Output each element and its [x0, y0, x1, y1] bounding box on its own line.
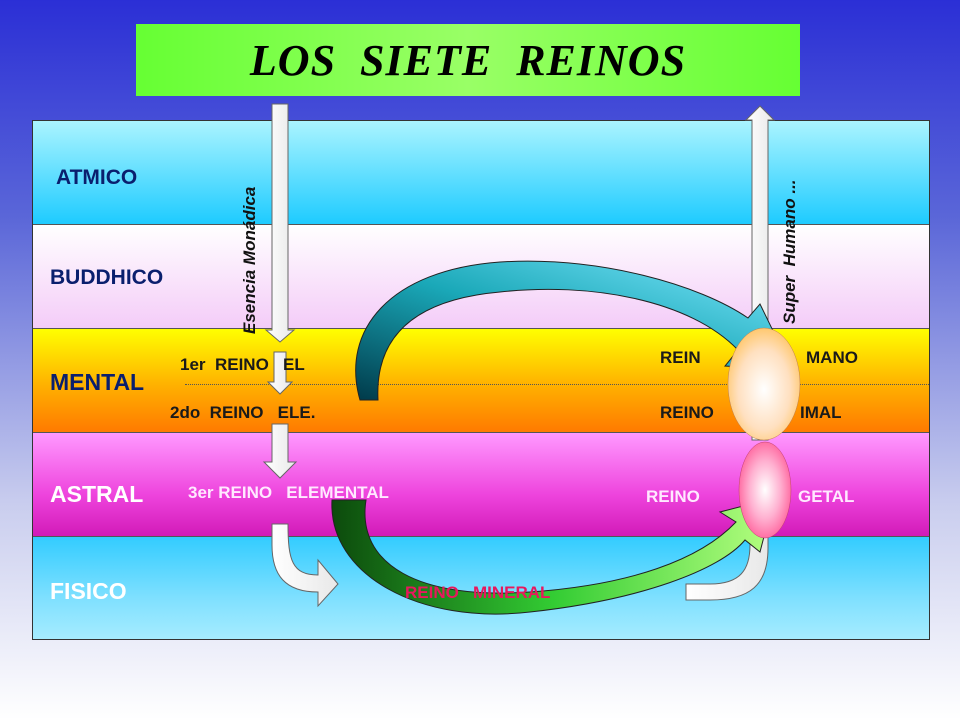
plane-label-fisico: FISICO — [50, 578, 127, 604]
kingdom-animal-right: IMAL — [800, 403, 842, 422]
plane-atmico-band — [33, 121, 929, 225]
title-banner: LOS SIETE REINOS — [136, 24, 800, 96]
plane-label-mental: MENTAL — [50, 369, 145, 395]
page-title: LOS SIETE REINOS — [249, 35, 687, 85]
plane-label-buddhico: BUDDHICO — [50, 266, 164, 289]
descent-arrow — [262, 103, 339, 608]
kingdom-human-right: MANO — [806, 348, 858, 367]
kingdom-mineral: REINO MINERAL — [405, 583, 551, 602]
descent-label: Esencia Monádica — [240, 186, 259, 334]
plane-label-astral: ASTRAL — [50, 481, 144, 507]
egg-upper — [727, 327, 801, 441]
cycle-arrow-upper — [355, 260, 793, 401]
egg-lower — [738, 441, 792, 539]
kingdom-third-elemental: 3er REINO ELEMENTAL — [188, 483, 389, 502]
ascent-label: Super Humano ... — [780, 179, 799, 324]
plane-label-atmico: ATMICO — [56, 166, 138, 189]
kingdom-animal-left: REINO — [660, 403, 714, 422]
kingdom-second-elemental: 2do REINO ELE. — [170, 403, 316, 422]
kingdom-first-elemental: 1er REINO EL — [180, 355, 305, 374]
kingdom-vegetal-right: GETAL — [798, 487, 855, 506]
kingdom-vegetal-left: REINO — [646, 487, 700, 506]
plane-fisico-band — [33, 537, 929, 639]
mental-divider — [185, 384, 929, 385]
kingdom-human-left: REIN — [660, 348, 701, 367]
